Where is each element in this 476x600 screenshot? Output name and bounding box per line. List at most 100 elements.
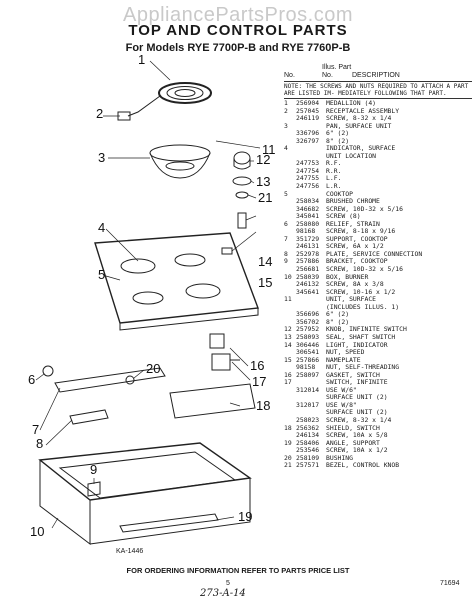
illus-number xyxy=(284,153,296,161)
part-number xyxy=(296,296,326,304)
illus-number: 4 xyxy=(284,144,288,153)
part-number: 312014 xyxy=(296,385,320,394)
part-description: SCREW, 8A x 3/8 xyxy=(326,281,384,289)
part-description: MEDALLION (4) xyxy=(326,100,377,107)
callout-9: 9 xyxy=(90,462,97,477)
part-number: 258039 xyxy=(296,272,320,281)
control-knob xyxy=(232,151,252,229)
part-description: SEAL, SHAFT SWITCH xyxy=(326,333,396,341)
illus-number xyxy=(284,198,296,206)
part-number: 247753 xyxy=(296,159,320,168)
part-number: 257571 xyxy=(296,461,320,470)
illus-number: 9 xyxy=(284,257,288,266)
illus-number xyxy=(284,168,296,176)
part-description: R.R. xyxy=(326,167,342,175)
burner-box xyxy=(38,442,252,546)
parts-list-header: Illus. Part No. No. DESCRIPTION xyxy=(284,64,472,80)
illus-number xyxy=(284,304,296,312)
illus-number xyxy=(284,160,296,168)
part-description: PLATE, SERVICE CONNECTION xyxy=(326,250,423,258)
illus-number: 20 xyxy=(284,453,292,462)
header-part: Part xyxy=(338,64,352,71)
part-number: 256904 xyxy=(296,99,320,107)
part-number: 256681 xyxy=(296,265,320,274)
handwritten-number: 273-A-14 xyxy=(200,588,246,599)
part-number: 253546 xyxy=(296,446,320,455)
surface-unit-coil xyxy=(117,82,212,121)
part-number: 356702 xyxy=(296,317,320,326)
part-number: 247754 xyxy=(296,166,320,175)
callout-labels: 1 2 3 4 5 6 7 8 9 10 11 12 13 14 15 16 1… xyxy=(28,52,276,539)
part-description: BEZEL, CONTROL KNOB xyxy=(326,462,400,470)
part-description: COOKTOP xyxy=(326,190,353,198)
part-number: 98158 xyxy=(296,363,316,372)
part-description: SCREW, 10A x 5/8 xyxy=(326,432,388,440)
callout-20: 20 xyxy=(146,361,160,376)
part-description: 6" (2) xyxy=(326,311,350,319)
part-description: SHIELD, SWITCH xyxy=(326,424,380,432)
part-description: SCREW, 10-16 x 1/2 xyxy=(326,288,396,296)
part-description: L.R. xyxy=(326,183,342,191)
part-number: 257866 xyxy=(296,355,320,364)
part-number: 336796 xyxy=(296,129,320,138)
page-number: 5 xyxy=(226,580,230,587)
part-number: 312017 xyxy=(296,400,320,409)
part-number: 356696 xyxy=(296,310,320,319)
part-number: 306446 xyxy=(296,340,320,349)
document-code: 71694 xyxy=(440,580,460,587)
part-number: 257045 xyxy=(296,106,320,115)
part-description: SCREW, 6A x 1/2 xyxy=(326,243,384,251)
part-description: 6" (2) xyxy=(326,130,350,138)
part-number: 252978 xyxy=(296,249,320,258)
part-description: LIGHT, INDICATOR xyxy=(326,341,388,349)
part-description: PAN, SURFACE UNIT xyxy=(326,122,392,130)
parts-note: NOTE: THE SCREWS AND NUTS REQUIRED TO AT… xyxy=(284,83,469,97)
illus-number: 19 xyxy=(284,438,292,447)
parts-list: Illus. Part No. No. DESCRIPTION NOTE: TH… xyxy=(284,64,472,470)
callout-13: 13 xyxy=(256,174,270,189)
callout-12: 12 xyxy=(256,152,270,167)
illus-number: 10 xyxy=(284,272,292,281)
part-description: KNOB, INFINITE SWITCH xyxy=(326,326,407,334)
part-description: 8" (2) xyxy=(326,318,350,326)
parts-row: 336796 6" (2) xyxy=(284,130,472,138)
callout-4: 4 xyxy=(98,220,105,235)
callout-14: 14 xyxy=(258,254,272,269)
illus-number: 5 xyxy=(284,189,288,198)
parts-row: 4 INDICATOR, SURFACE xyxy=(284,145,472,153)
callout-18: 18 xyxy=(256,398,270,413)
callout-21: 21 xyxy=(258,190,272,205)
diagram-svg: 1 2 3 4 5 6 7 8 9 10 11 12 13 14 15 16 1… xyxy=(28,52,276,546)
part-description: INDICATOR, SURFACE xyxy=(326,145,396,153)
callout-17: 17 xyxy=(252,374,266,389)
page-subtitle: For Models RYE 7700P-B and RYE 7760P-B xyxy=(125,42,351,54)
illus-number xyxy=(284,281,296,289)
part-number xyxy=(296,145,326,153)
illus-number: 14 xyxy=(284,340,292,349)
illus-number: 18 xyxy=(284,423,292,432)
infinite-switch xyxy=(209,333,240,371)
part-description: 8" (2) xyxy=(326,137,350,145)
illus-number: 7 xyxy=(284,234,288,243)
part-description: NAMEPLATE xyxy=(326,356,361,364)
illus-number: 21 xyxy=(284,461,292,470)
part-description: SURFACE UNIT (2) xyxy=(326,394,388,402)
parts-row: 14 306446 LIGHT, INDICATOR xyxy=(284,340,472,350)
header-illus: Illus. xyxy=(322,64,337,71)
part-number: 258406 xyxy=(296,438,320,447)
